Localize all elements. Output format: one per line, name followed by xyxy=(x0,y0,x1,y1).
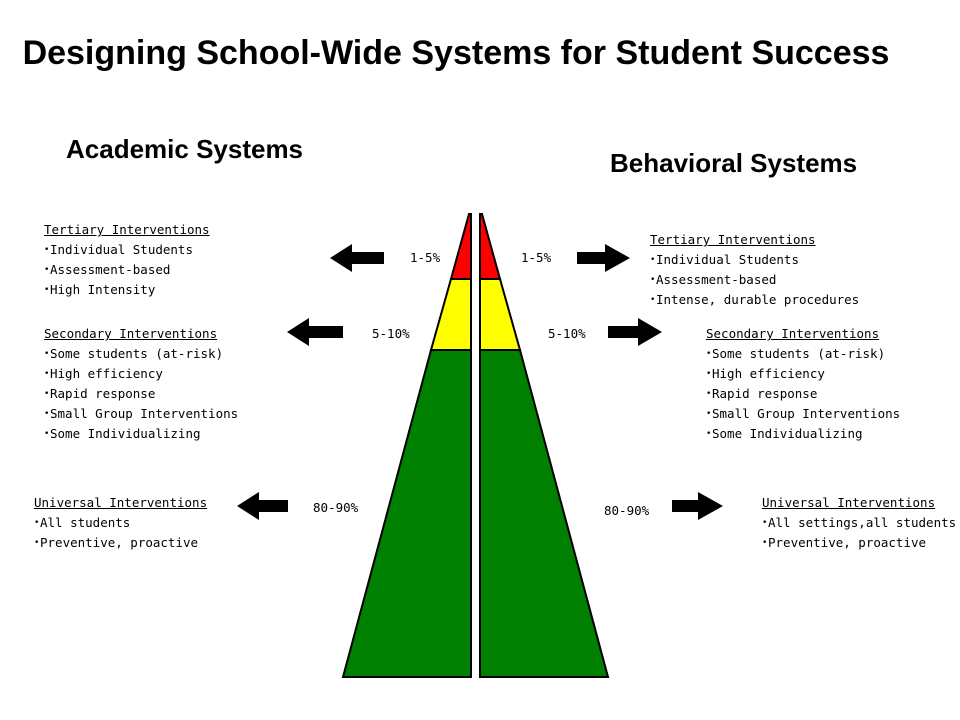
behavioral-universal-heading: Universal Interventions xyxy=(762,495,936,510)
list-item: Small Group Interventions xyxy=(44,404,238,424)
behavioral-tertiary-heading: Tertiary Interventions xyxy=(650,232,816,247)
list-item: High efficiency xyxy=(706,364,900,384)
academic-universal-heading: Universal Interventions xyxy=(34,495,208,510)
behavioral-percent-tertiary: 1-5% xyxy=(521,250,552,265)
behavioral-secondary-heading: Secondary Interventions xyxy=(706,326,880,341)
behavioral-tier-universal xyxy=(479,349,610,678)
academic-tier-universal xyxy=(341,349,472,678)
list-item: Individual Students xyxy=(650,250,859,270)
behavioral-percent-universal: 80-90% xyxy=(604,503,650,518)
academic-universal-block: Universal Interventions All students Pre… xyxy=(34,493,207,553)
list-item: Rapid response xyxy=(706,384,900,404)
academic-secondary-heading: Secondary Interventions xyxy=(44,326,218,341)
academic-tertiary-block: Tertiary Interventions Individual Studen… xyxy=(44,220,210,300)
behavioral-heading: Behavioral Systems xyxy=(610,148,858,178)
list-item: High efficiency xyxy=(44,364,238,384)
behavioral-tier-tertiary xyxy=(479,213,502,280)
arrow-right-secondary xyxy=(608,318,662,346)
list-item: Individual Students xyxy=(44,240,210,260)
list-item: Some students (at-risk) xyxy=(706,344,900,364)
list-item: Some students (at-risk) xyxy=(44,344,238,364)
list-item: Preventive, proactive xyxy=(762,533,956,553)
arrow-right-tertiary xyxy=(577,244,630,272)
academic-tier-secondary xyxy=(429,278,472,351)
list-item: Rapid response xyxy=(44,384,238,404)
list-item: Assessment-based xyxy=(44,260,210,280)
list-item: All settings,all students xyxy=(762,513,956,533)
list-item: All students xyxy=(34,513,207,533)
arrow-left-secondary xyxy=(287,318,343,346)
list-item: Small Group Interventions xyxy=(706,404,900,424)
academic-percent-secondary: 5-10% xyxy=(372,326,410,341)
list-item: Assessment-based xyxy=(650,270,859,290)
arrow-left-tertiary xyxy=(330,244,384,272)
academic-secondary-block: Secondary Interventions Some students (a… xyxy=(44,324,238,444)
behavioral-percent-secondary: 5-10% xyxy=(548,326,586,341)
arrow-left-universal xyxy=(237,492,288,520)
list-item: Some Individualizing xyxy=(706,424,900,444)
list-item: Preventive, proactive xyxy=(34,533,207,553)
page-title: Designing School-Wide Systems for Studen… xyxy=(22,34,890,72)
arrow-right-universal xyxy=(672,492,723,520)
behavioral-secondary-block: Secondary Interventions Some students (a… xyxy=(706,324,900,444)
academic-heading: Academic Systems xyxy=(66,134,304,164)
academic-percent-tertiary: 1-5% xyxy=(410,250,441,265)
list-item: High Intensity xyxy=(44,280,210,300)
behavioral-universal-block: Universal Interventions All settings,all… xyxy=(762,493,956,553)
behavioral-tertiary-block: Tertiary Interventions Individual Studen… xyxy=(650,230,859,310)
behavioral-tier-secondary xyxy=(479,278,522,351)
list-item: Some Individualizing xyxy=(44,424,238,444)
academic-percent-universal: 80-90% xyxy=(313,500,359,515)
academic-tertiary-heading: Tertiary Interventions xyxy=(44,222,210,237)
list-item: Intense, durable procedures xyxy=(650,290,859,310)
academic-tier-tertiary xyxy=(449,213,472,280)
